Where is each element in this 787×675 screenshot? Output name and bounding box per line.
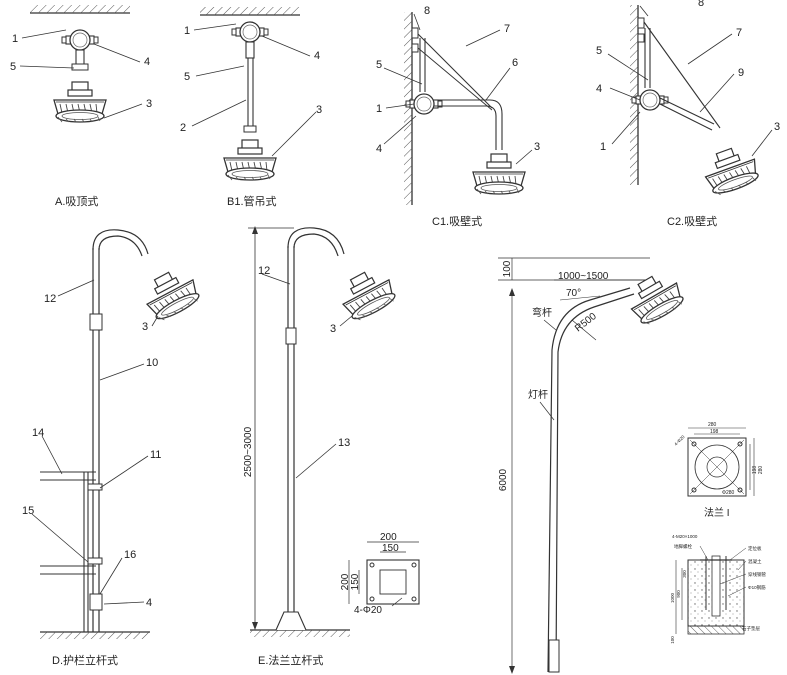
foundation-anchor: 地脚螺栓 <box>674 543 692 550</box>
callout-13: 13 <box>338 437 350 449</box>
callout-line-1 <box>21 29 67 39</box>
callout-15: 15 <box>22 505 34 517</box>
callout-12: 12 <box>258 265 270 277</box>
label-pole: 灯杆 <box>528 389 548 401</box>
figure-c2-wall-mount: 8 7 9 5 4 1 3 C2.吸壁式 <box>596 0 780 228</box>
figure-a-ceiling-mount: 1 5 4 3 A.吸顶式 <box>10 5 152 208</box>
callout-4: 4 <box>314 50 320 62</box>
foundation-base: 100 <box>670 636 675 644</box>
foundation-inner-depth: 900 <box>676 590 681 598</box>
flange-dim-200-v: 200 <box>340 573 351 590</box>
caption-c2: C2.吸壁式 <box>667 214 717 228</box>
callout-2: 2 <box>180 122 186 134</box>
figure-f-street-pole: 100 6000 1000~1500 70° R500 弯杆 灯杆 <box>498 257 689 674</box>
figure-c1-wall-mount: 8 7 6 5 1 4 3 C1.吸壁式 <box>376 5 540 228</box>
flange-i-holes: 4-Φ20 <box>673 434 686 447</box>
flange-i-280-v: 280 <box>758 466 764 475</box>
figure-b1-pipe-pendant: 1 4 5 2 3 B1.管吊式 <box>180 7 322 208</box>
foundation-stop-plate: 定位板 <box>748 545 762 552</box>
callout-14: 14 <box>32 427 44 439</box>
callout-1: 1 <box>12 33 18 45</box>
callout-10: 10 <box>146 357 158 369</box>
flange-holes: 4-Φ20 <box>354 605 382 616</box>
callout-5: 5 <box>184 71 190 83</box>
dim-radius: R500 <box>573 311 599 335</box>
dim-angle: 70° <box>566 288 581 299</box>
foundation-concrete: 混凝土 <box>748 558 762 565</box>
flange-dim-150: 150 <box>382 543 399 554</box>
callout-3: 3 <box>774 121 780 133</box>
callout-8: 8 <box>698 0 704 9</box>
callout-line-4 <box>93 43 141 63</box>
dim-top-100: 100 <box>502 260 513 277</box>
foundation-gravel: 石子垫层 <box>742 625 760 632</box>
foundation-small: 300 <box>682 570 687 578</box>
flange-dim-150-v: 150 <box>350 573 361 590</box>
callout-3: 3 <box>146 98 152 110</box>
figure-d-railing-pole: 12 3 10 11 14 15 16 4 D.护栏立杆式 <box>22 229 204 667</box>
label-bent-arm: 弯杆 <box>532 306 552 319</box>
dim-pole-height: 2500~3000 <box>243 426 254 477</box>
callout-9: 9 <box>738 67 744 79</box>
foundation-depth: 1000 <box>670 592 675 603</box>
callout-3: 3 <box>316 104 322 116</box>
callout-6: 6 <box>512 57 518 69</box>
flange-i-198-v: 198 <box>752 466 758 475</box>
flange-dim-200: 200 <box>380 532 397 543</box>
caption-e: E.法兰立杆式 <box>258 653 323 667</box>
callout-4: 4 <box>596 83 602 95</box>
flange-i-detail: 280 198 280 198 Φ280 4-Φ20 法兰 I <box>673 422 764 519</box>
callout-1: 1 <box>376 103 382 115</box>
flange-i-title: 法兰 I <box>704 506 730 519</box>
callout-1: 1 <box>600 141 606 153</box>
callout-3: 3 <box>142 321 148 333</box>
callout-11: 11 <box>150 449 161 461</box>
flange-i-198: 198 <box>710 429 719 435</box>
foundation-detail: 1000 900 300 100 4-M20×1000 地脚螺栓 定位板 混凝土… <box>670 534 766 644</box>
callout-5: 5 <box>10 61 16 73</box>
dim-pole-6000: 6000 <box>498 468 509 491</box>
callout-7: 7 <box>504 23 510 35</box>
caption-c1: C1.吸壁式 <box>432 214 482 228</box>
callout-7: 7 <box>736 27 742 39</box>
flange-i-280: 280 <box>708 422 717 428</box>
flange-i-circle: Φ280 <box>722 490 735 496</box>
foundation-conduit: 穿线钢管 <box>748 571 766 578</box>
caption-a: A.吸顶式 <box>55 195 98 208</box>
caption-d: D.护栏立杆式 <box>52 653 118 667</box>
flange-plate-detail: 200 150 200 150 4-Φ20 <box>340 532 420 616</box>
figure-e-flange-pole: 2500~3000 12 3 13 200 150 200 <box>243 226 420 667</box>
callout-line-3 <box>103 103 143 119</box>
callout-4: 4 <box>146 597 152 609</box>
callout-16: 16 <box>124 549 136 561</box>
callout-1: 1 <box>184 25 190 37</box>
foundation-rebar: Φ10钢筋 <box>748 584 766 591</box>
callout-4: 4 <box>376 143 382 155</box>
callout-4: 4 <box>144 56 150 68</box>
callout-12: 12 <box>44 293 56 305</box>
callout-3: 3 <box>330 323 336 335</box>
caption-b1: B1.管吊式 <box>227 194 277 208</box>
foundation-bolts: 4-M20×1000 <box>672 534 698 539</box>
callout-8: 8 <box>424 5 430 17</box>
callout-5: 5 <box>596 45 602 57</box>
callout-5: 5 <box>376 59 382 71</box>
callout-line-5 <box>19 65 75 69</box>
callout-3: 3 <box>534 141 540 153</box>
dim-reach: 1000~1500 <box>558 271 609 282</box>
